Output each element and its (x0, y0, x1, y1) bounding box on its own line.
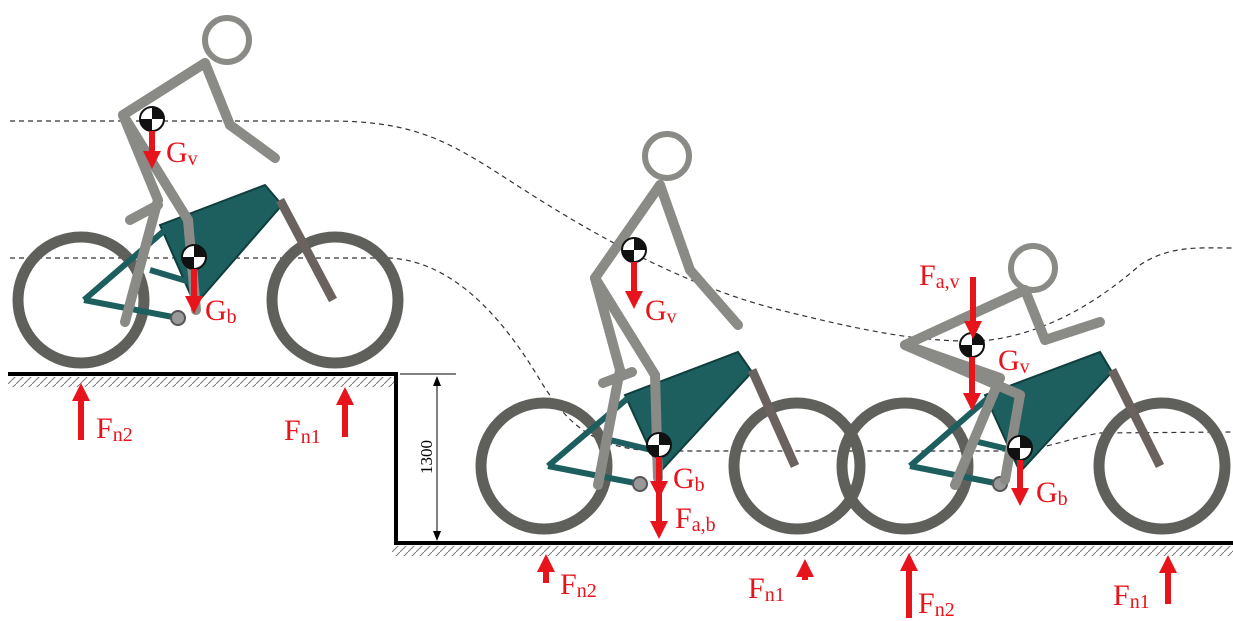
label-fav: Fa,v (919, 259, 960, 293)
rider-cog-1 (139, 106, 165, 132)
ground-profile (8, 372, 1233, 545)
label-fn2-1: Fn2 (96, 412, 133, 446)
label-fn2-3: Fn2 (918, 587, 955, 621)
bike-cog-1 (181, 244, 207, 270)
label-gv-2: Gv (645, 294, 677, 328)
rider-1-head (202, 15, 252, 65)
bike-cog-2 (646, 432, 672, 458)
label-fn2-2: Fn2 (560, 568, 597, 602)
rider-3-head (1008, 243, 1058, 293)
label-gb-2: Gb (673, 462, 705, 496)
rider-1 (118, 58, 280, 327)
height-dimension: 1300 (400, 373, 456, 541)
label-fn1-3: Fn1 (1113, 579, 1150, 613)
rear-wheel (475, 397, 613, 535)
label-fab: Fa,b (675, 502, 716, 536)
fork (1107, 367, 1165, 469)
rider-cog-3 (959, 332, 985, 358)
lower-ground-hatch (392, 546, 1233, 556)
label-fn1-2: Fn1 (748, 572, 785, 606)
bike-2-landing (475, 131, 866, 535)
label-fn1-1: Fn1 (284, 414, 321, 448)
label-gb-3: Gb (1036, 476, 1068, 510)
front-wheel (1093, 397, 1231, 535)
force-arrows (72, 131, 1177, 618)
rider-2 (590, 180, 743, 490)
front-wheel (728, 397, 866, 535)
bike-3-compressed (836, 243, 1231, 535)
label-gv-1: Gv (166, 136, 198, 170)
dimension-label: 1300 (417, 440, 436, 474)
upper-ground-hatch (8, 377, 395, 387)
label-gv-3: Gv (998, 344, 1030, 378)
fork (276, 197, 337, 303)
rider-cog-2 (621, 237, 647, 263)
fork (747, 368, 800, 468)
rear-wheel (12, 231, 150, 369)
label-gb-1: Gb (205, 294, 237, 328)
bike-cog-3 (1007, 435, 1033, 461)
rider-2-head (642, 131, 692, 181)
front-wheel (266, 231, 404, 369)
bike-cog-trajectory (10, 257, 1233, 452)
bike-1-on-ledge (12, 15, 404, 369)
